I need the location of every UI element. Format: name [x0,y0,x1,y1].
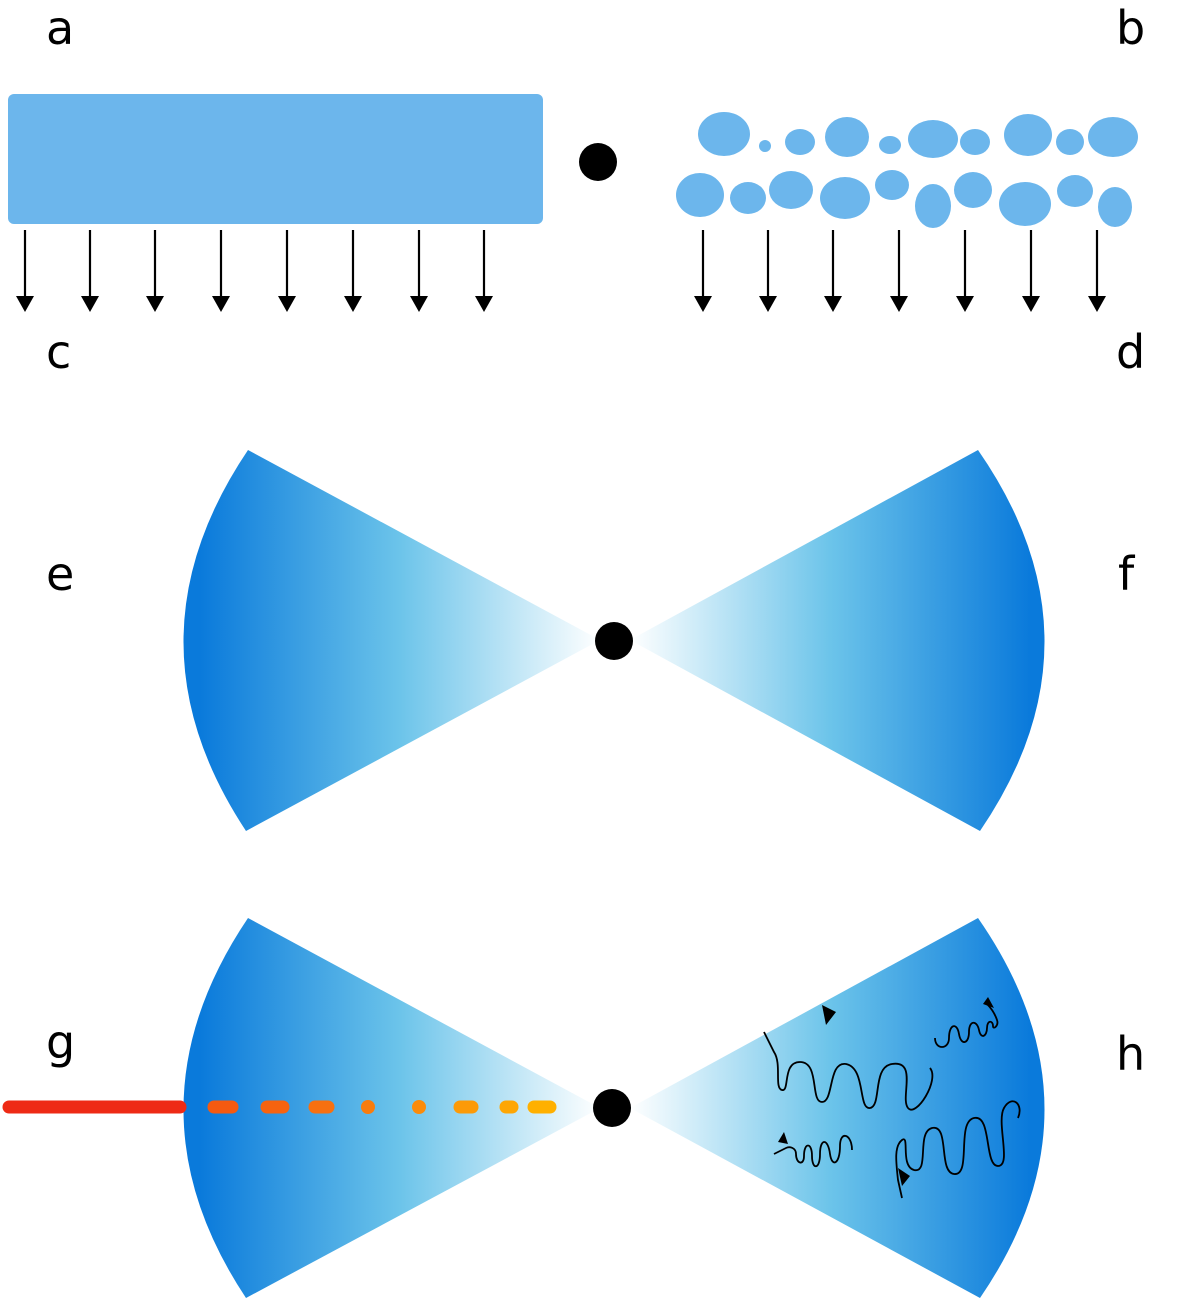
outflow-arrows-c [16,230,493,312]
label-g: g [46,1015,75,1069]
cone-left-bottom [183,918,600,1298]
panel-e-f-group [2,450,1195,831]
label-h: h [1116,1027,1145,1081]
down-arrow-icon [475,230,493,312]
clumps [676,112,1138,228]
helix-arrow-icon [895,1100,1021,1199]
label-b: b [1116,1,1145,55]
down-arrow-icon [278,230,296,312]
black-hole-top [579,143,617,181]
label-a: a [46,1,74,55]
cone-right-middle [630,450,1045,831]
helix-arrow-icon [763,1005,934,1111]
down-arrow-icon [759,230,777,312]
cone-right-bottom [630,918,1045,1298]
down-arrow-icon [694,230,712,312]
helix-arrow-icon [773,1132,853,1168]
down-arrow-icon [890,230,908,312]
down-arrow-icon [410,230,428,312]
down-arrow-icon [956,230,974,312]
down-arrow-icon [824,230,842,312]
jet-g [2,1100,557,1114]
turbulence-helices [763,997,1021,1199]
panel-g-h-group [2,918,1195,1298]
down-arrow-icon [212,230,230,312]
down-arrow-icon [16,230,34,312]
down-arrow-icon [146,230,164,312]
down-arrow-icon [81,230,99,312]
black-hole-bottom [593,1089,631,1127]
black-hole-middle [595,622,633,660]
label-f: f [1118,547,1136,601]
label-c: c [46,325,71,379]
down-arrow-icon [1088,230,1106,312]
helix-arrow-icon [934,997,999,1048]
outflow-arrows-d [694,230,1106,312]
cone-left-middle [183,450,600,831]
label-d: d [1116,325,1145,379]
down-arrow-icon [1022,230,1040,312]
panel-a-slab-group [1,94,547,312]
down-arrow-icon [344,230,362,312]
panel-b-clumpy-group [660,112,1195,312]
label-e: e [46,547,74,601]
